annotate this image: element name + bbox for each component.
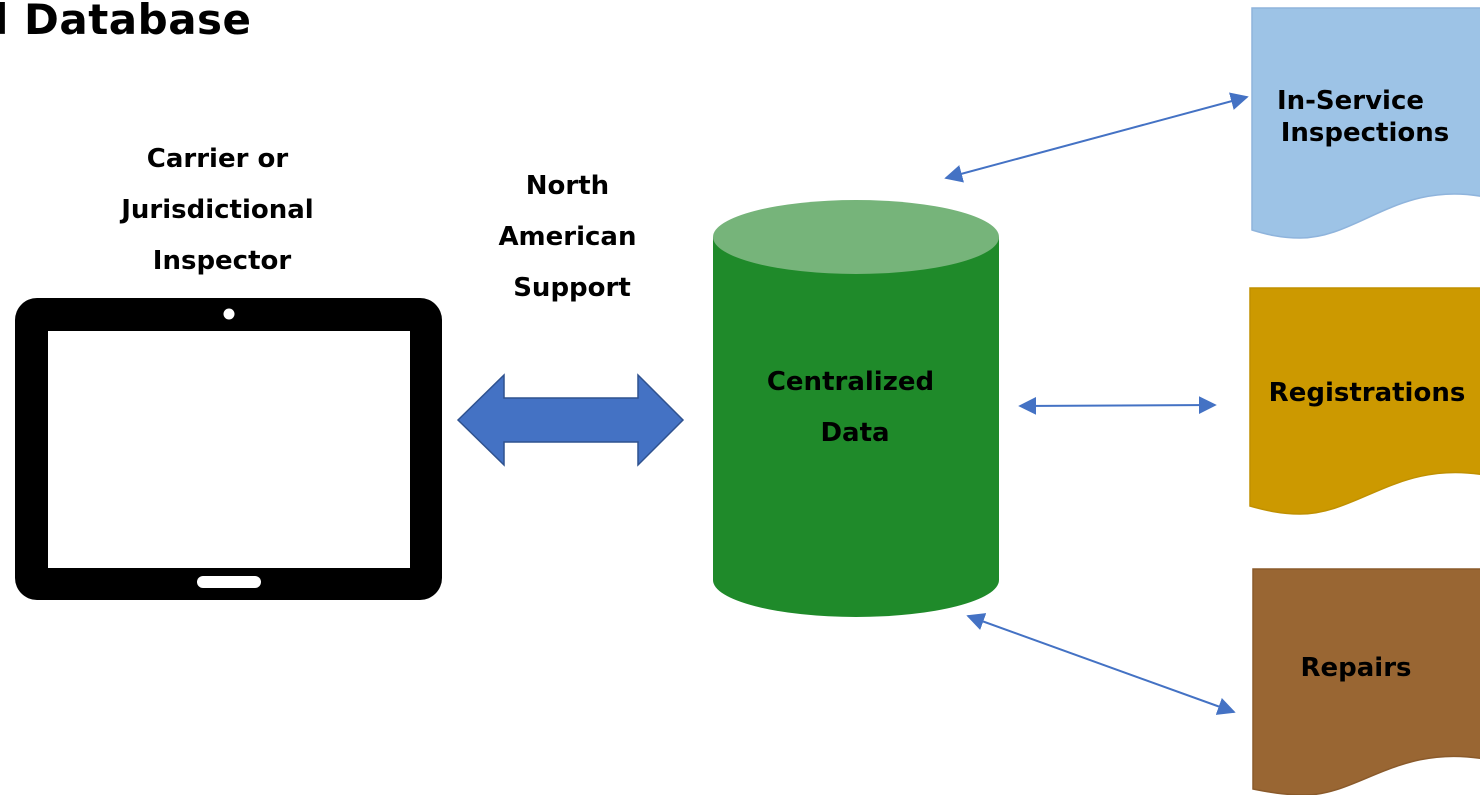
registrations-label-line: Registrations bbox=[1269, 378, 1466, 408]
support-label-line: Support bbox=[513, 273, 631, 303]
repairs-connector-arrow bbox=[966, 613, 1236, 715]
registrations-document-icon: Registrations bbox=[1249, 287, 1480, 515]
database-label-line: Centralized bbox=[767, 367, 934, 397]
registrations-document-shape bbox=[1249, 287, 1480, 515]
inspections-document-shape bbox=[1251, 7, 1480, 239]
support-label-line: American bbox=[498, 222, 636, 252]
repairs-label-line: Repairs bbox=[1300, 653, 1411, 683]
tablet-camera bbox=[223, 308, 235, 320]
database-cylinder-icon bbox=[713, 200, 999, 617]
inspector-label-line: Inspector bbox=[153, 246, 292, 276]
double-arrow-icon bbox=[456, 373, 685, 467]
database-label: Centralized Data bbox=[767, 367, 943, 448]
registrations-connector-arrow bbox=[1018, 396, 1217, 415]
repairs-document-shape bbox=[1252, 568, 1480, 795]
registrations-document-label: Registrations bbox=[1269, 378, 1466, 408]
tablet-home-button bbox=[197, 576, 261, 588]
repairs-document-icon: Repairs bbox=[1252, 568, 1480, 795]
tablet-icon bbox=[15, 298, 442, 600]
inspections-connector-arrow bbox=[944, 92, 1249, 183]
tablet-screen bbox=[48, 331, 410, 568]
inspector-label-line: Carrier or bbox=[147, 144, 289, 174]
cylinder-body bbox=[713, 237, 999, 617]
support-label: North American Support bbox=[498, 171, 645, 303]
inspections-document-label: In-Service Inspections bbox=[1277, 86, 1449, 148]
database-label-line: Data bbox=[820, 418, 889, 448]
cylinder-top bbox=[713, 200, 999, 274]
inspections-document-icon: In-Service Inspections bbox=[1251, 7, 1480, 239]
inspections-label-line: Inspections bbox=[1281, 118, 1450, 148]
inspections-label-line: In-Service bbox=[1277, 86, 1424, 116]
inspector-label: Carrier or Jurisdictional Inspector bbox=[119, 144, 323, 276]
repairs-document-label: Repairs bbox=[1300, 653, 1411, 683]
inspector-label-line: Jurisdictional bbox=[119, 195, 314, 225]
diagram-title: l Database bbox=[0, 0, 252, 44]
support-label-line: North bbox=[526, 171, 609, 201]
